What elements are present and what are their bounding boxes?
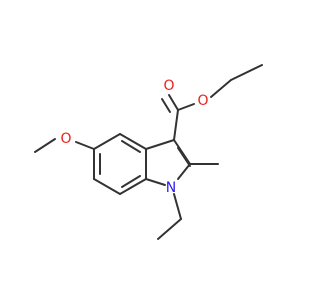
bond-n1-c7a xyxy=(145,178,166,186)
bond-c7-c6 xyxy=(93,178,121,195)
molecule-canvas: O O O N xyxy=(34,64,263,240)
bond-c7a-c7 xyxy=(119,178,147,195)
bond-c5-methoxy-o xyxy=(75,141,95,150)
bond-carbonyl-c-o xyxy=(168,94,179,111)
double-bond-c7a-c7 xyxy=(121,175,141,188)
oxygen-atom-ester: O xyxy=(197,93,208,109)
bond-c4-c3a xyxy=(119,133,147,150)
bond-c3-carbonyl-c xyxy=(173,109,179,141)
bond-ch2-ch3-ester xyxy=(230,64,263,81)
bond-n1-ch2 xyxy=(173,193,182,220)
oxygen-atom-methoxy: O xyxy=(60,131,71,147)
oxygen-atom-carbonyl: O xyxy=(163,78,174,94)
bond-carbonyl-c-ether-o xyxy=(177,103,195,111)
double-bond-carbonyl-o xyxy=(161,98,171,113)
nitrogen-atom: N xyxy=(166,180,176,196)
structure-diagram: O O O N xyxy=(34,64,263,240)
double-bond-c4-c3a xyxy=(121,140,141,153)
bond-ether-o-ch2 xyxy=(210,79,232,98)
bond-c3-c2 xyxy=(173,139,191,165)
bond-c2-n1 xyxy=(177,163,191,180)
bond-c5-c4 xyxy=(93,133,121,150)
double-bond-c3-c2 xyxy=(177,147,191,167)
bond-ch2-ch3 xyxy=(157,218,182,240)
bond-c3a-c3 xyxy=(145,139,175,150)
bond-methoxy-o-ch3 xyxy=(34,138,56,153)
